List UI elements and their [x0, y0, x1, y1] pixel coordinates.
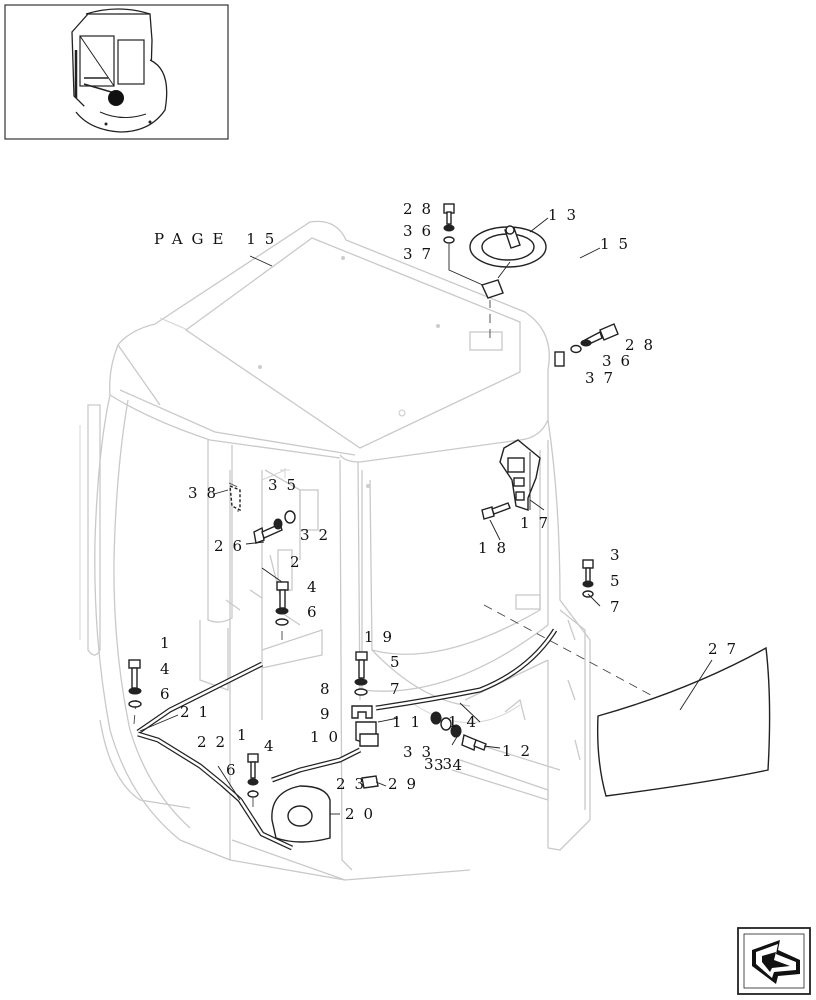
next-page-arrow-icon[interactable]	[737, 927, 811, 995]
callout-37-right: 37	[585, 369, 622, 387]
callout-36-right: 36	[602, 352, 639, 370]
callout-26: 26	[214, 537, 251, 555]
bolt-18	[481, 502, 511, 520]
callout-36-top: 36	[403, 222, 440, 240]
callout-11: 11	[392, 713, 429, 731]
callout-6-lower: 6	[226, 761, 245, 779]
callout-23: 23	[336, 775, 373, 793]
callout-2-mid: 2	[290, 553, 309, 571]
clips-8-9-10	[351, 705, 379, 747]
tube-14	[375, 628, 558, 711]
callout-32: 32	[300, 526, 337, 544]
callout-5-center: 5	[390, 653, 409, 671]
handle-17	[499, 439, 541, 511]
callout-8: 8	[320, 680, 339, 698]
callout-19: 19	[364, 628, 401, 646]
callout-7-center: 7	[390, 680, 409, 698]
callout-33-a: 33	[403, 743, 440, 761]
callout-35: 35	[268, 476, 305, 494]
callout-13: 13	[548, 206, 585, 224]
callout-5-right: 5	[610, 572, 629, 590]
bolt-stack-1-4-6-lower	[247, 753, 259, 798]
cab-outline	[79, 220, 591, 881]
callout-18: 18	[478, 539, 515, 557]
leader-lines	[139, 217, 713, 815]
callout-4-left: 4	[160, 660, 179, 678]
callout-4-mid: 4	[307, 578, 326, 596]
callout-21: 21	[180, 703, 217, 721]
callout-1-lower: 1	[237, 726, 256, 744]
callout-3: 3	[610, 546, 629, 564]
callout-33-b: 33	[424, 755, 461, 773]
mirror-arm-part	[548, 256, 595, 367]
callout-28-top: 28	[403, 200, 440, 218]
callout-12: 12	[502, 742, 539, 760]
callout-28-right: 28	[625, 336, 662, 354]
labels: PAGE 15 28 36 37 13 15 28 36 37 38 35 26…	[154, 200, 745, 823]
top-bolt-stack	[443, 203, 511, 299]
callout-38: 38	[188, 484, 225, 502]
bracket-38	[229, 484, 241, 512]
callout-22: 22	[197, 733, 234, 751]
bolt-stack-19-5-7	[354, 651, 368, 696]
callout-1-left: 1	[160, 634, 179, 652]
panel-27	[596, 646, 771, 797]
callout-29: 29	[388, 775, 425, 793]
callout-20: 20	[345, 805, 382, 823]
rod-23	[271, 747, 362, 783]
callout-4-lower: 4	[264, 737, 283, 755]
callout-27: 27	[708, 640, 745, 658]
callout-15: 15	[600, 235, 637, 253]
bolt-stack-3-5-7	[582, 559, 594, 598]
callout-6-left: 6	[160, 685, 179, 703]
rod-21	[136, 661, 264, 735]
callout-37-top: 37	[403, 245, 440, 263]
rod-22	[137, 731, 294, 851]
clip-29	[361, 775, 379, 789]
reservoir-20	[271, 785, 331, 843]
bolt-stack-1-4-6-left	[128, 659, 142, 708]
callout-10: 10	[310, 728, 347, 746]
page-reference-label: PAGE 15	[154, 230, 283, 248]
callout-9: 9	[320, 705, 339, 723]
thumbnail-view	[4, 4, 229, 140]
bolt-stack-2-4-6	[275, 581, 289, 626]
callout-34: 34	[434, 756, 471, 774]
right-bolt-stack	[570, 323, 619, 354]
callout-14: 14	[448, 713, 485, 731]
bolt-26	[253, 510, 296, 544]
callout-17: 17	[520, 514, 557, 532]
callout-6-mid: 6	[307, 603, 326, 621]
mirror-head-part	[469, 225, 547, 268]
callout-7-right: 7	[610, 598, 629, 616]
